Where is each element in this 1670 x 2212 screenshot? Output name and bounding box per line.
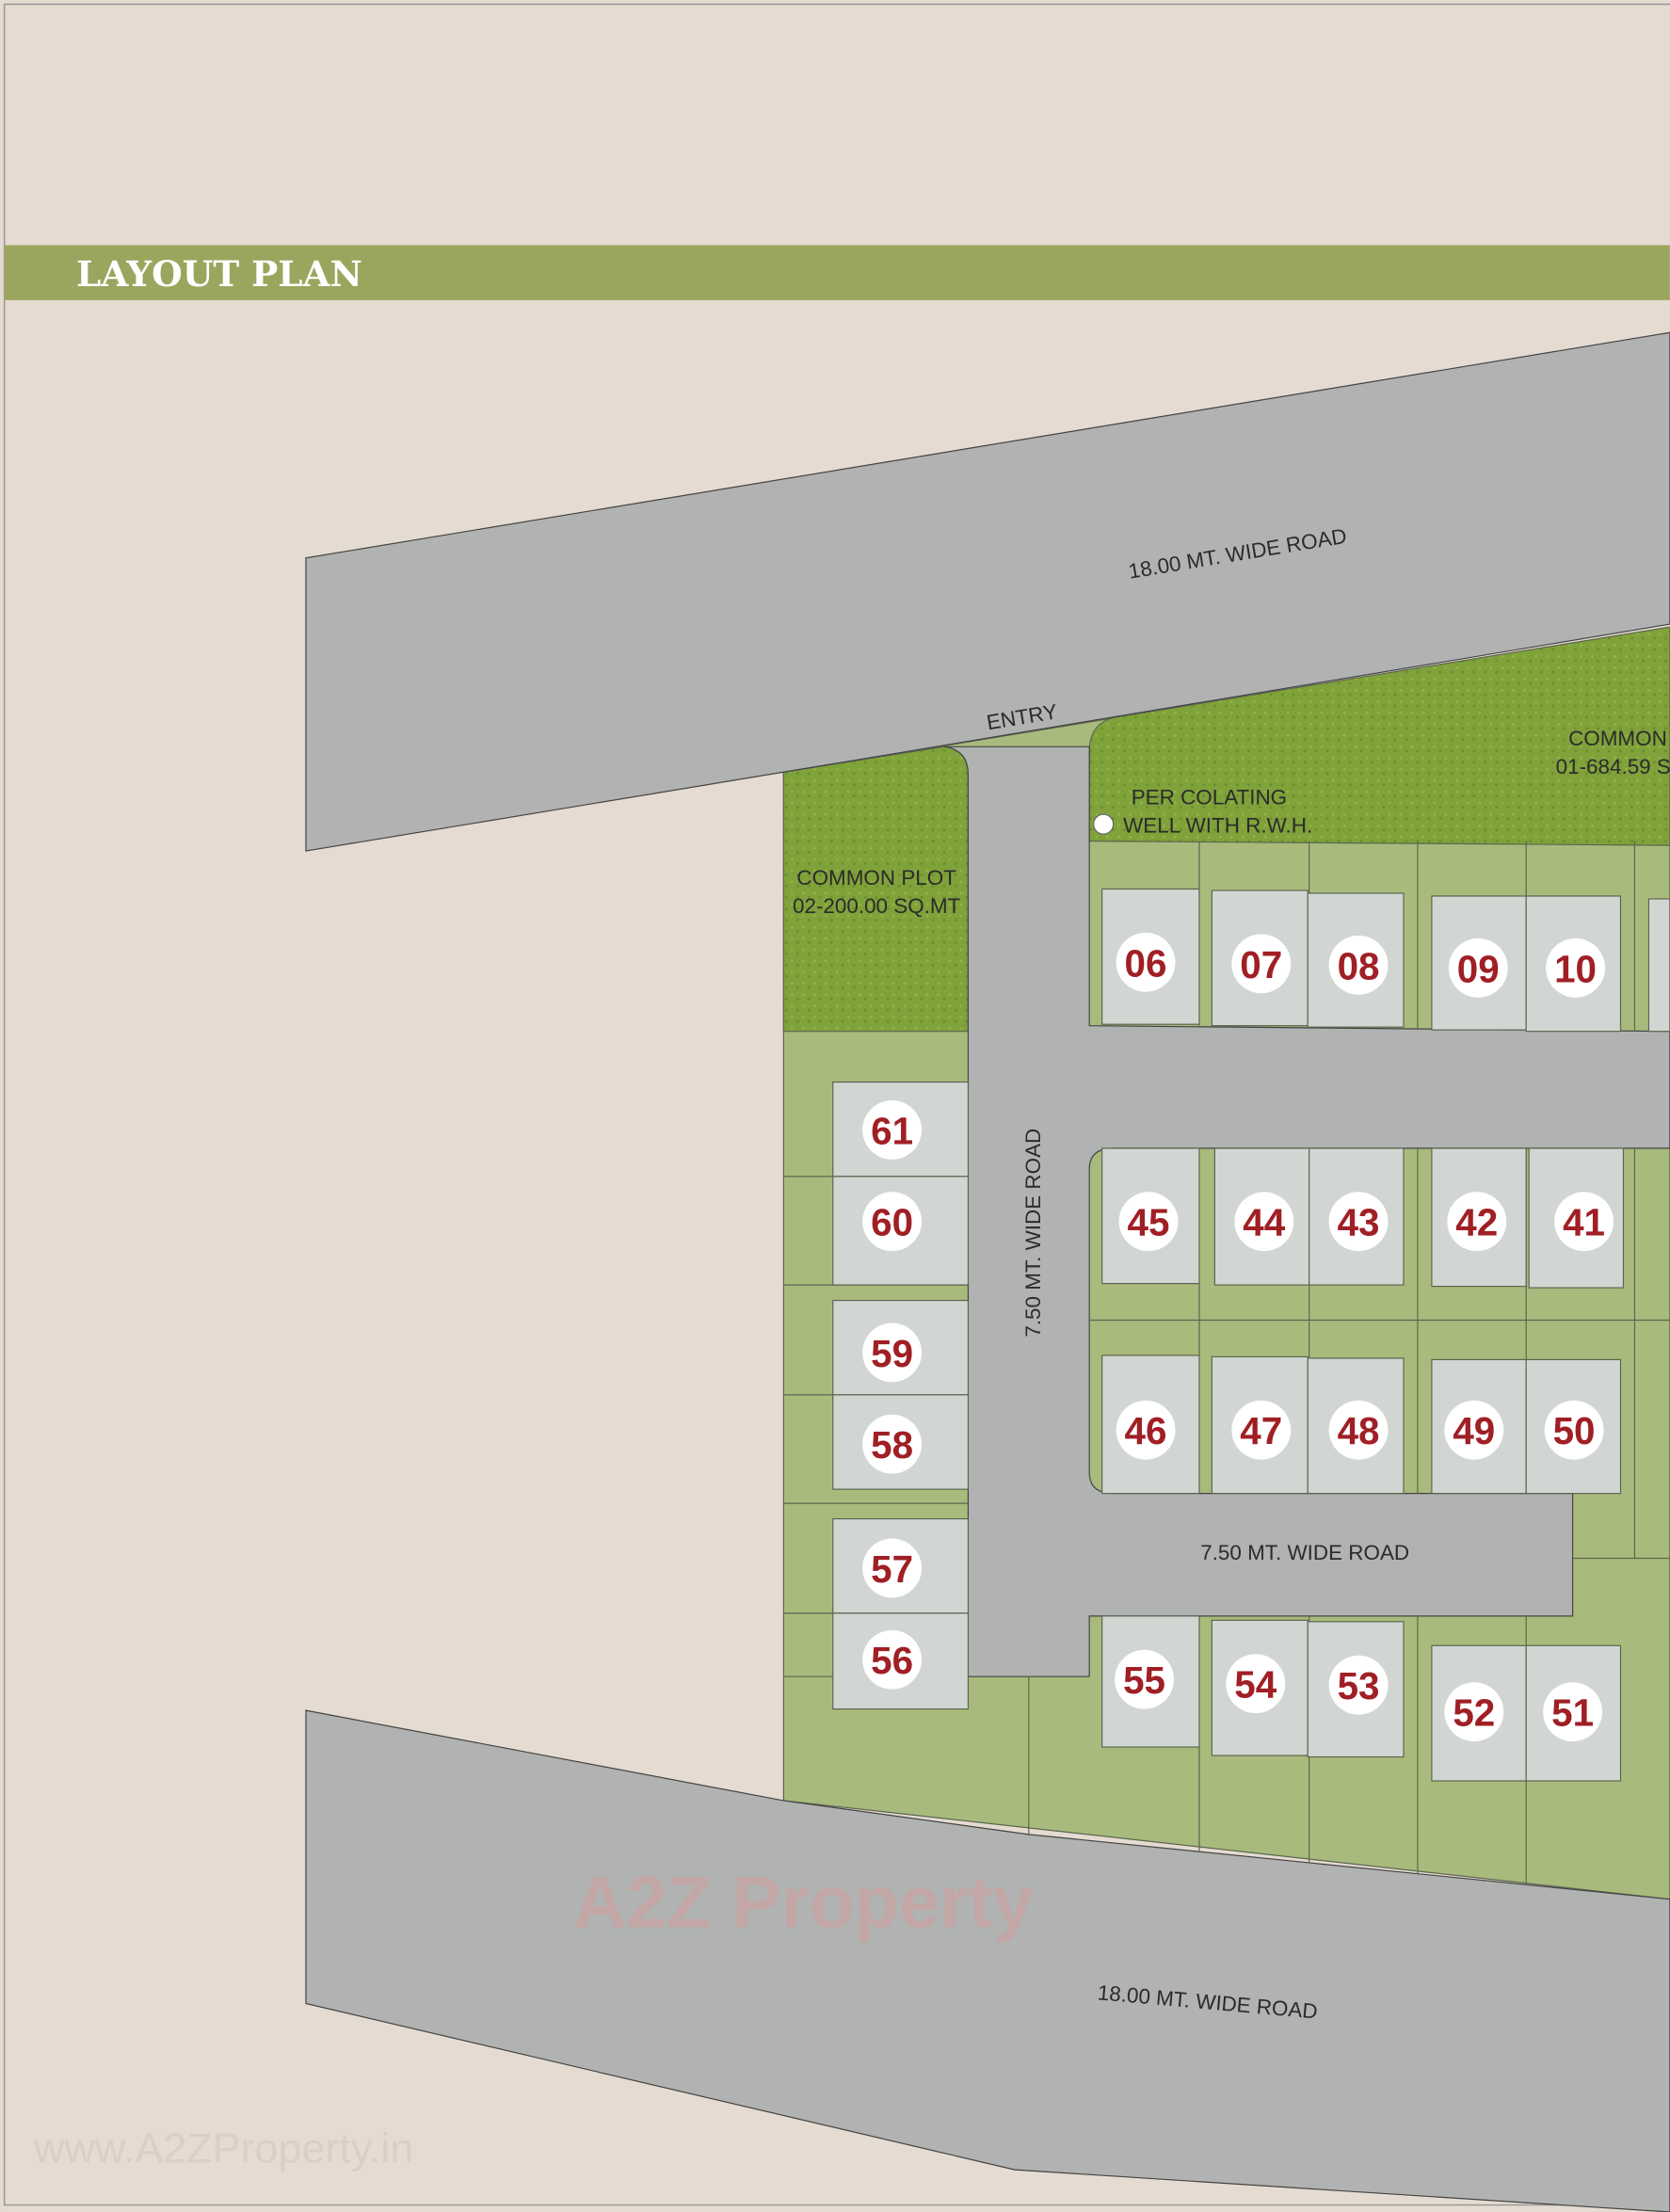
plot-55[interactable]: 55: [1115, 1649, 1174, 1709]
plot-07[interactable]: 07: [1231, 934, 1292, 994]
plot-badge: [1116, 932, 1176, 992]
plot-badge: [1118, 1192, 1179, 1252]
plot-10[interactable]: 10: [1546, 938, 1606, 998]
plot-badge: [1328, 1400, 1389, 1460]
plot-number: 08: [1338, 944, 1380, 987]
plot-badge: [1328, 1655, 1389, 1715]
plot-badge: [1116, 1400, 1176, 1460]
plot-number: 57: [871, 1547, 913, 1591]
plot-number: 48: [1338, 1409, 1380, 1452]
plot-52[interactable]: 52: [1444, 1682, 1504, 1742]
plot-number: 09: [1457, 947, 1500, 990]
common-plot-left-area: 02-200.00 SQ.MT: [793, 894, 961, 918]
header-band: [4, 245, 1670, 300]
plot-57[interactable]: 57: [862, 1538, 923, 1598]
plot-number: 45: [1128, 1201, 1170, 1244]
plot-number: 07: [1240, 943, 1282, 986]
plot-08[interactable]: 08: [1328, 935, 1389, 995]
plot-50[interactable]: 50: [1544, 1400, 1604, 1460]
plot-42[interactable]: 42: [1447, 1192, 1507, 1252]
road-label-inner: 7.50 MT. WIDE ROAD: [1200, 1541, 1409, 1564]
common-plot-left-title: COMMON PLOT: [796, 866, 956, 890]
plot-56[interactable]: 56: [862, 1629, 923, 1690]
plot-badge: [1231, 934, 1292, 994]
plot-06[interactable]: 06: [1116, 932, 1176, 992]
well-label-line1: PER COLATING: [1132, 786, 1287, 809]
plot-badge: [862, 1192, 923, 1252]
plot-badge: [862, 1322, 923, 1383]
plot-number: 53: [1338, 1664, 1380, 1707]
plot-badge: [1444, 1400, 1504, 1460]
plot-badge: [862, 1538, 923, 1598]
plot-53[interactable]: 53: [1328, 1655, 1389, 1715]
plot-number: 50: [1553, 1409, 1596, 1452]
plot-number: 61: [871, 1109, 913, 1152]
well-icon: [1093, 813, 1115, 835]
plot-60[interactable]: 60: [862, 1192, 923, 1252]
plot-46[interactable]: 46: [1116, 1400, 1176, 1460]
plot-number: 06: [1125, 941, 1167, 985]
plot-badge: [1234, 1192, 1294, 1252]
plot-47[interactable]: 47: [1231, 1400, 1292, 1460]
road-label-vertical: 7.50 MT. WIDE ROAD: [1021, 1129, 1045, 1338]
plot-number: 43: [1338, 1201, 1380, 1244]
plot-badge: [1448, 938, 1508, 998]
plot-number: 54: [1234, 1663, 1277, 1707]
plot-badge: [1231, 1400, 1292, 1460]
plot-badge: [1444, 1682, 1504, 1742]
plot-number: 59: [871, 1332, 913, 1375]
plot-48[interactable]: 48: [1328, 1400, 1389, 1460]
plot-44[interactable]: 44: [1234, 1192, 1294, 1252]
page-title: LAYOUT PLAN: [76, 253, 362, 295]
plot-badge: [1226, 1654, 1286, 1714]
plot-09[interactable]: 09: [1448, 938, 1508, 998]
plot-number: 49: [1453, 1409, 1495, 1452]
plot-54[interactable]: 54: [1226, 1654, 1286, 1714]
plot-45[interactable]: 45: [1118, 1192, 1179, 1252]
watermark-url: www.A2ZProperty.in: [33, 2124, 413, 2172]
plot-number: 42: [1455, 1201, 1498, 1244]
plot-49[interactable]: 49: [1444, 1400, 1504, 1460]
plot-number: 58: [871, 1423, 913, 1467]
plot-number: 46: [1125, 1409, 1167, 1452]
plot-number: 47: [1240, 1409, 1282, 1452]
plot-41[interactable]: 41: [1554, 1192, 1614, 1252]
plot-number: 56: [871, 1639, 913, 1682]
plot-badge: [1115, 1649, 1174, 1709]
plot-badge: [1328, 1192, 1389, 1252]
plot-51[interactable]: 51: [1543, 1682, 1603, 1742]
plot-badge: [1328, 935, 1389, 995]
plot-number: 60: [871, 1201, 913, 1244]
plot-number: 41: [1563, 1201, 1605, 1244]
plot-43[interactable]: 43: [1328, 1192, 1389, 1252]
plot-number: 51: [1551, 1691, 1594, 1735]
plot-number: 10: [1554, 947, 1597, 990]
plot-59[interactable]: 59: [862, 1322, 923, 1383]
frame-border: [3, 3, 1670, 2206]
common-plot-right-area: 01-684.59 S: [1556, 755, 1670, 778]
well-label-line2: WELL WITH R.W.H.: [1123, 814, 1312, 838]
plot-badge: [862, 1414, 923, 1474]
road-top: [305, 331, 1670, 852]
plot-58[interactable]: 58: [862, 1414, 923, 1474]
plot-badge: [862, 1100, 923, 1160]
plot-number: 52: [1453, 1691, 1495, 1735]
plot-badge: [1447, 1192, 1507, 1252]
common-plot-right-title: COMMON P: [1568, 727, 1670, 750]
plot-badge: [1554, 1192, 1614, 1252]
plot-number: 44: [1243, 1201, 1285, 1244]
plot-61[interactable]: 61: [862, 1100, 923, 1160]
plot-badge: [862, 1629, 923, 1690]
plot-number: 55: [1123, 1659, 1165, 1702]
plot-badge: [1544, 1400, 1604, 1460]
plot-badge: [1546, 938, 1606, 998]
plot-badge: [1543, 1682, 1603, 1742]
watermark-logo: A2Z Property: [573, 1863, 1034, 1944]
